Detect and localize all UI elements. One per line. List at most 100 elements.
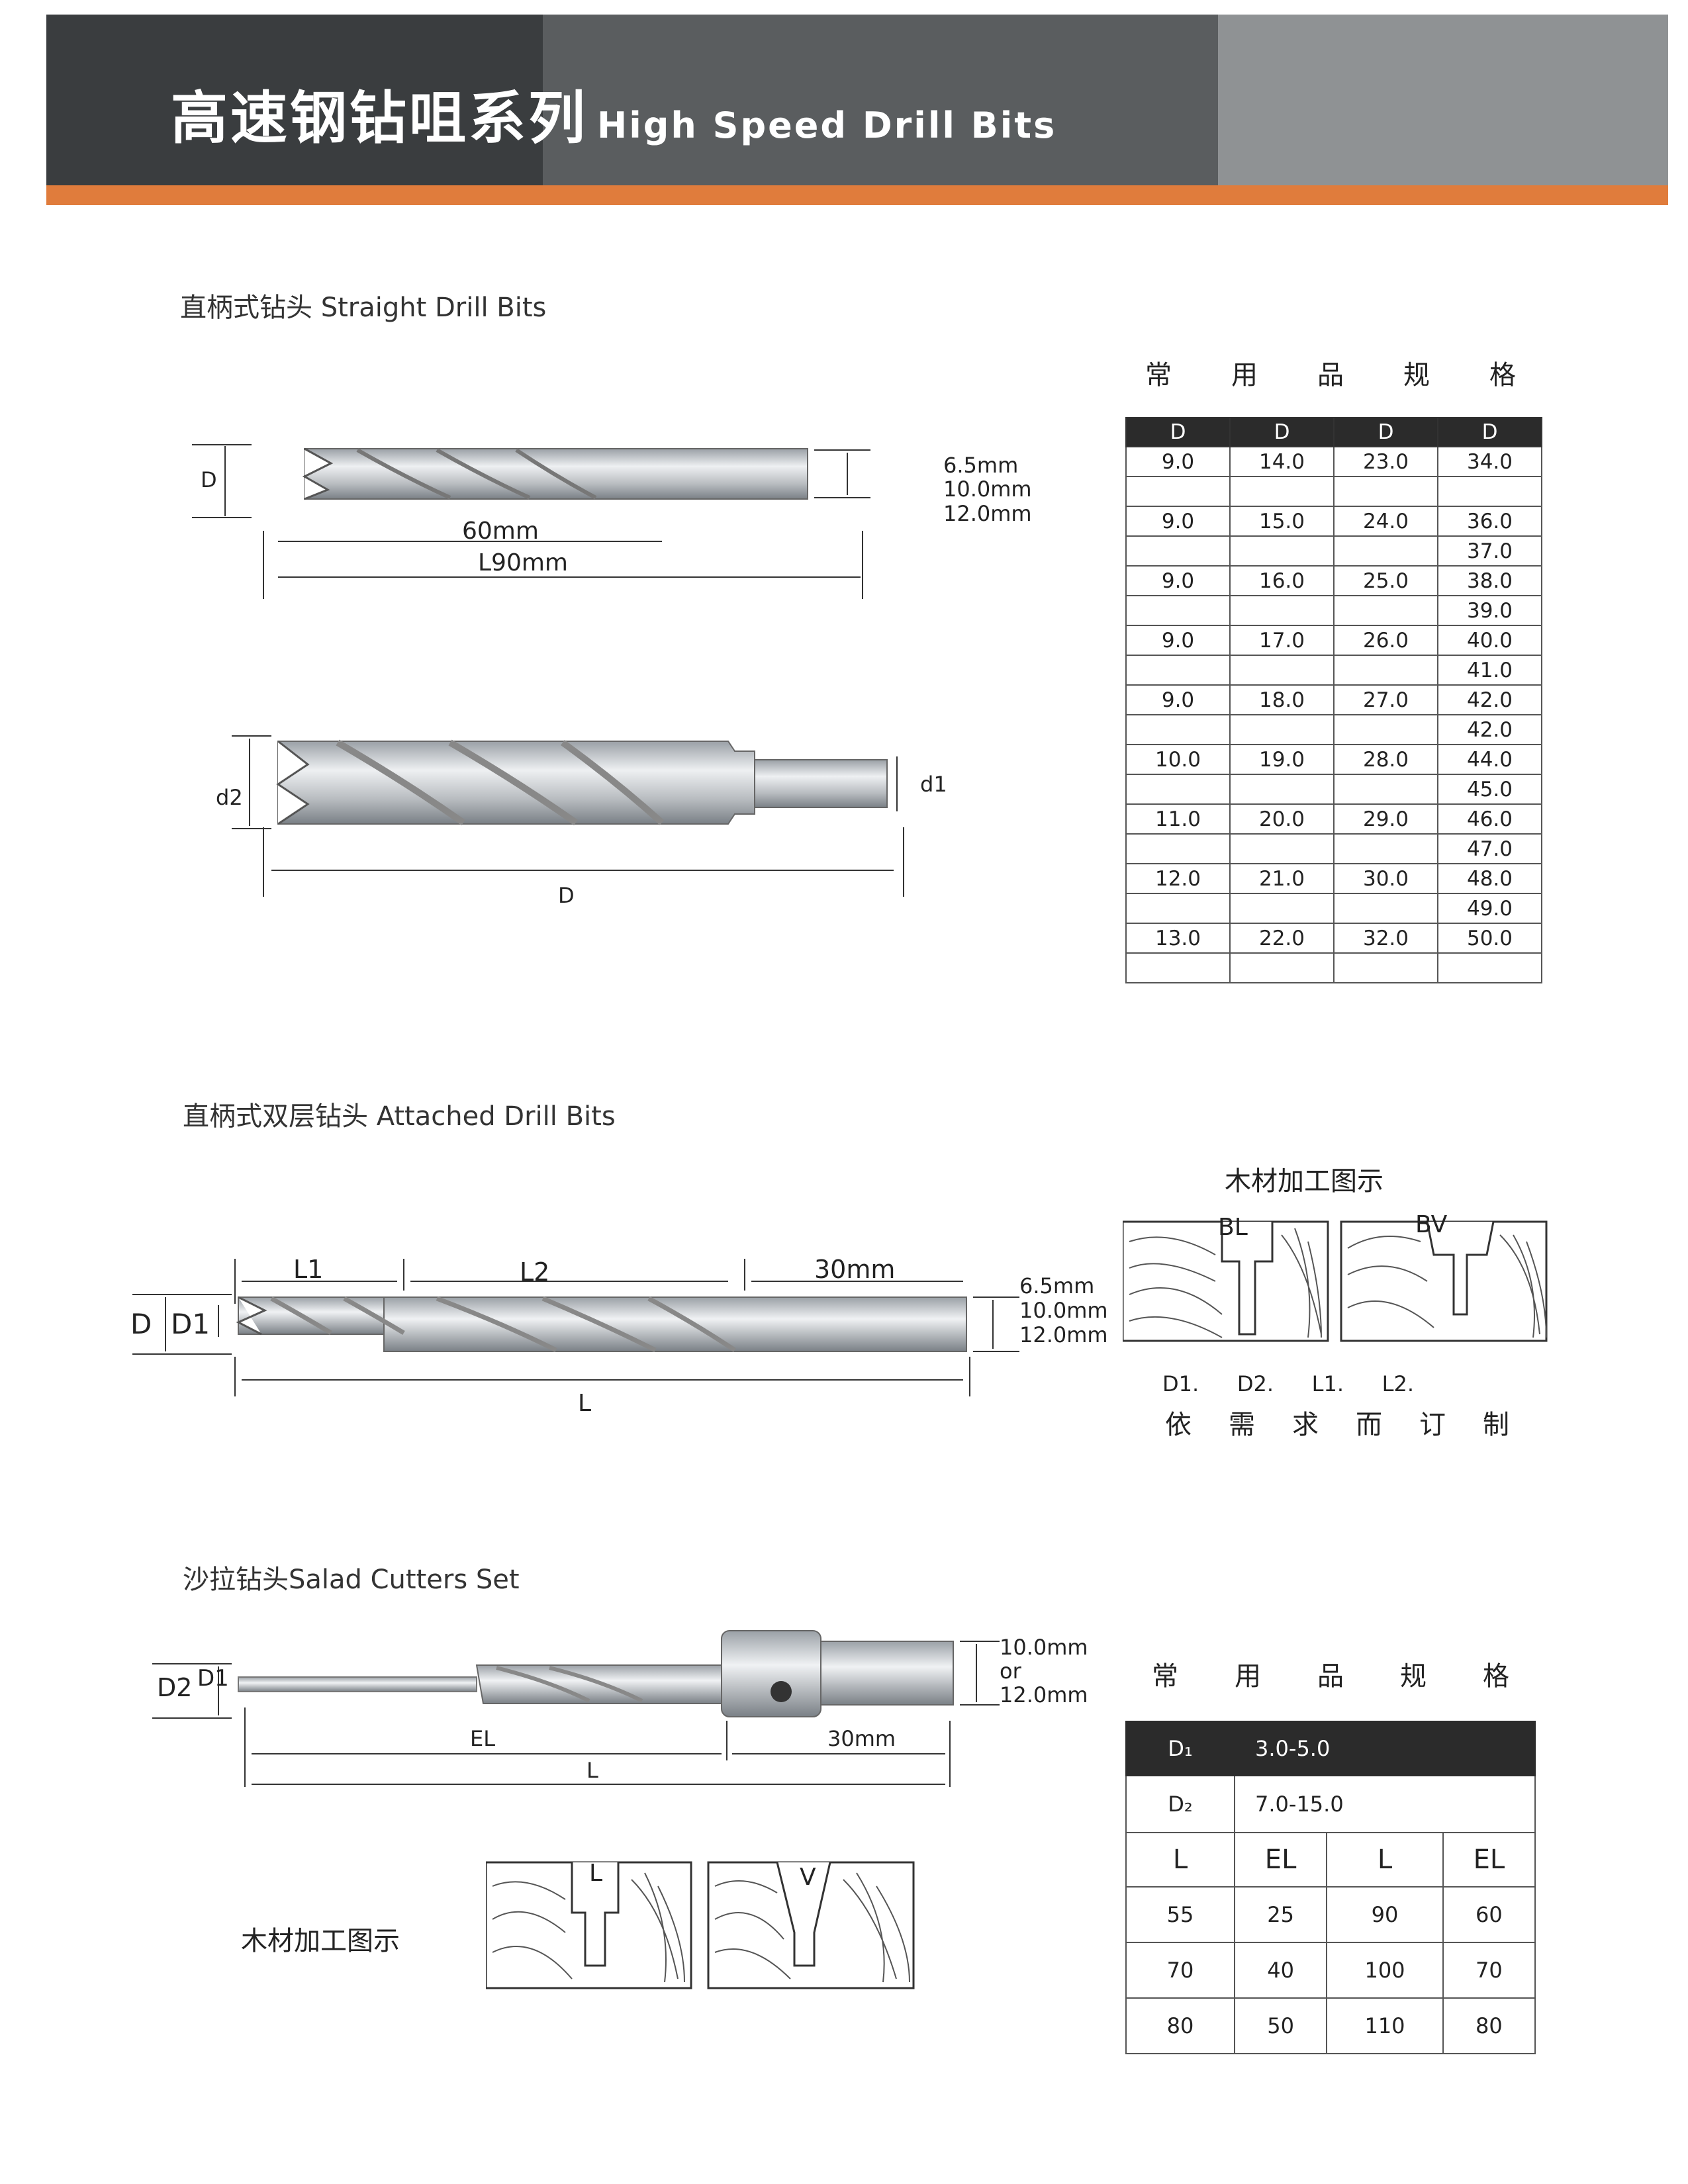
spec-table-cell: 29.0 [1333, 803, 1438, 835]
spec-table-cell: 32.0 [1333, 923, 1438, 954]
salad-spec-title-char: 规 [1400, 1661, 1427, 1692]
spec-table-cell [1333, 535, 1438, 567]
wood-params: D1. D2. L1. L2. [1162, 1371, 1414, 1396]
spec-table-cell: 40.0 [1437, 625, 1542, 656]
page-title-en: High Speed Drill Bits [597, 105, 1057, 146]
spec-table-cell [1333, 774, 1438, 805]
salad-cutter-diagram [152, 1630, 1000, 1787]
spec-table-cell: 36.0 [1437, 506, 1542, 537]
salad-d2-label: D2 [157, 1673, 193, 1702]
spec-header-cell: D [1125, 417, 1231, 447]
spec-table-cell [1437, 476, 1542, 507]
spec-table-cell: 11.0 [1125, 803, 1231, 835]
spec-table-cell [1125, 833, 1231, 864]
salad-header-cell: EL [1442, 1832, 1536, 1888]
salad-spec-title: 常 用 品 规 格 [1152, 1655, 1509, 1693]
spec-table-cell [1333, 714, 1438, 745]
salad-table-cell: 70 [1442, 1942, 1536, 1999]
spec-table-cell [1229, 952, 1335, 983]
attached-l2-label: L2 [520, 1257, 550, 1287]
salad-d1-label: D1 [197, 1665, 229, 1692]
salad-d2-row: D₂ 7.0-15.0 [1125, 1775, 1536, 1833]
header-banner [46, 15, 1668, 185]
spec-table-row: 45.0 [1125, 774, 1542, 805]
wood-custom-char: 而 [1356, 1410, 1382, 1440]
wood-custom-char: 求 [1292, 1410, 1319, 1440]
salad-spec-title-char: 用 [1235, 1661, 1261, 1692]
spec-table-cell [1229, 595, 1335, 626]
salad-table-cell: 25 [1233, 1886, 1328, 1943]
salad-wood-diagrams [486, 1861, 915, 1989]
spec-table-row: 49.0 [1125, 893, 1542, 924]
wood-bv-diagram [1340, 1220, 1548, 1342]
wood-param: D2. [1237, 1371, 1274, 1396]
page-title-cn: 高速钢钻咀系列 [171, 85, 588, 152]
attached-l-label: L [578, 1390, 592, 1417]
salad-shank-length: 30mm [827, 1726, 896, 1751]
salad-shank-size-2: 12.0mm [1000, 1682, 1088, 1707]
straight-length-90: L90mm [478, 549, 569, 576]
spec-table-row: 41.0 [1125, 655, 1542, 686]
spec-table-cell: 34.0 [1437, 446, 1542, 477]
salad-el-label: EL [470, 1726, 496, 1751]
spec-table-cell: 20.0 [1229, 803, 1335, 835]
attached-l1-label: L1 [293, 1255, 324, 1284]
spec-table-cell: 42.0 [1437, 684, 1542, 715]
spec-table-row [1125, 476, 1542, 507]
spec-table-cell: 48.0 [1437, 863, 1542, 894]
attached-shank-size-3: 12.0mm [1019, 1322, 1108, 1347]
straight-drill-diagrams [192, 444, 904, 897]
spec-table-cell [1229, 893, 1335, 924]
salad-d1-label-cell: D₁ [1125, 1721, 1235, 1776]
attached-section-title: 直柄式双层钻头 Attached Drill Bits [183, 1101, 616, 1132]
spec-table-cell: 44.0 [1437, 744, 1542, 775]
spec-table-cell [1333, 655, 1438, 686]
spec-header-cell: D [1333, 417, 1438, 447]
spec-title-char: 品 [1317, 360, 1344, 390]
spec-table-cell [1333, 893, 1438, 924]
salad-table-cell: 90 [1326, 1886, 1444, 1943]
spec-table-cell [1229, 535, 1335, 567]
salad-spec-title-char: 格 [1483, 1661, 1509, 1692]
salad-wood-v-diagram [707, 1861, 915, 1989]
spec-title-char: 规 [1403, 360, 1430, 390]
straight-d2-label: d2 [216, 785, 243, 810]
salad-wood-v-label: V [800, 1864, 816, 1891]
spec-title-char: 常 [1145, 360, 1172, 390]
straight-d1-label: d1 [920, 772, 947, 797]
spec-table-cell: 9.0 [1125, 684, 1231, 715]
straight-bottom-d-label: D [558, 883, 575, 908]
salad-header-row: L EL L EL [1125, 1832, 1536, 1888]
spec-table-cell [1125, 893, 1231, 924]
spec-title-char: 格 [1489, 360, 1516, 390]
spec-table-cell [1229, 714, 1335, 745]
spec-table-cell: 47.0 [1437, 833, 1542, 864]
spec-table-cell [1125, 774, 1231, 805]
salad-d1-value-cell: 3.0-5.0 [1234, 1721, 1536, 1776]
salad-shank-size-1: 10.0mm [1000, 1635, 1088, 1660]
spec-table-row: 47.0 [1125, 833, 1542, 864]
spec-table-cell [1229, 774, 1335, 805]
spec-table-row: 42.0 [1125, 714, 1542, 745]
header-accent-stripe [46, 185, 1668, 205]
salad-table-cell: 80 [1125, 1997, 1235, 2054]
spec-table-cell: 23.0 [1333, 446, 1438, 477]
spec-table-cell [1229, 476, 1335, 507]
spec-table-cell [1125, 595, 1231, 626]
wood-bl-diagram [1123, 1220, 1329, 1342]
header-right-panel [1218, 15, 1668, 185]
spec-table-cell: 13.0 [1125, 923, 1231, 954]
spec-table-cell [1125, 655, 1231, 686]
attached-drill-diagram [132, 1259, 1019, 1396]
spec-table-cell: 42.0 [1437, 714, 1542, 745]
spec-table-cell: 30.0 [1333, 863, 1438, 894]
wood-demo-diagrams [1123, 1220, 1548, 1342]
